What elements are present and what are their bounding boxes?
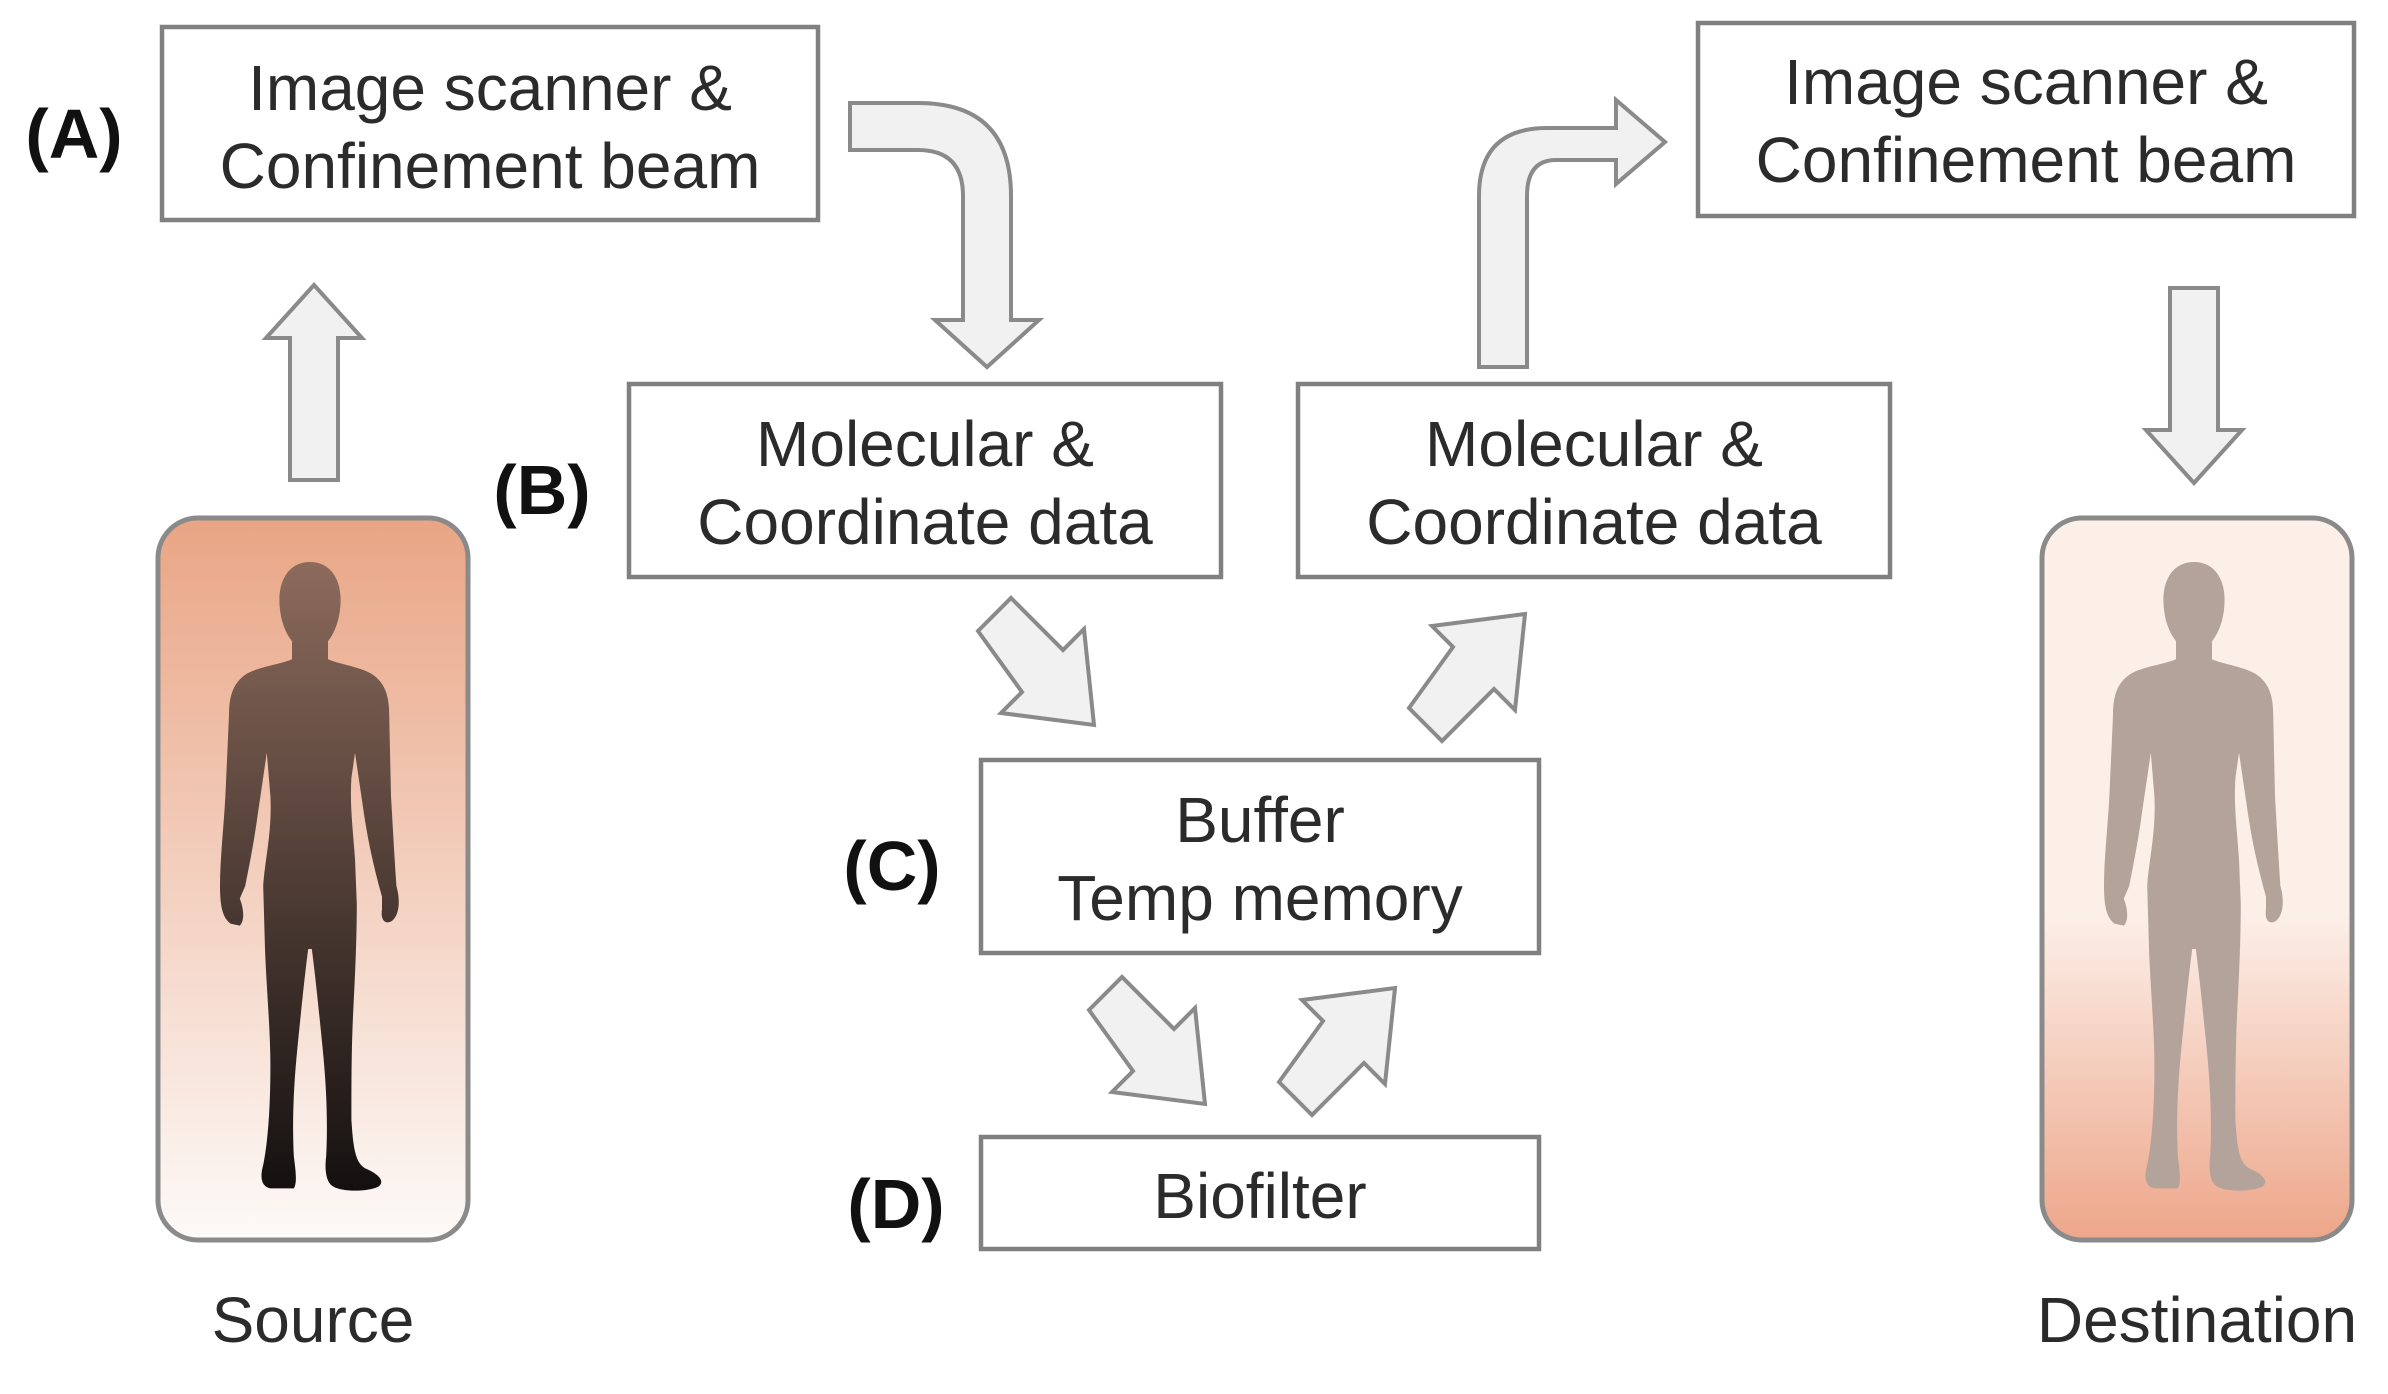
source-capsule [155, 515, 471, 1243]
arrow-data-destination-to-scanner [1477, 95, 1669, 369]
buffer-box-line-2: Temp memory [1057, 862, 1462, 934]
data-box-destination-line-1: Molecular & [1425, 408, 1763, 480]
scanner-box-source-line-1: Image scanner & [248, 52, 732, 124]
scanner-box-destination-line-1: Image scanner & [1784, 46, 2268, 118]
scanner-box-source-line-2: Confinement beam [220, 130, 761, 202]
arrow-biofilter-to-buffer [1276, 985, 1398, 1118]
step-label-d: (D) [847, 1165, 944, 1243]
destination-capsule [2039, 515, 2355, 1243]
scanner-box-destination-line-2: Confinement beam [1756, 124, 2297, 196]
data-box-destination-line-2: Coordinate data [1366, 486, 1822, 558]
buffer-box-line-1: Buffer [1175, 784, 1345, 856]
arrow-buffer-to-data-destination [1406, 611, 1528, 744]
step-label-a: (A) [25, 95, 122, 173]
destination-caption: Destination [2037, 1284, 2357, 1356]
arrow-scanner-to-data-source [848, 101, 1045, 370]
data-box-destination: Molecular & Coordinate data [1295, 381, 1893, 580]
arrow-buffer-to-biofilter [1086, 974, 1208, 1107]
step-label-b: (B) [493, 451, 590, 529]
arrow-scanner-to-destination [2141, 286, 2247, 486]
biofilter-box-label: Biofilter [1153, 1160, 1366, 1232]
biofilter-box: Biofilter [978, 1134, 1542, 1252]
source-caption: Source [212, 1284, 415, 1356]
scanner-box-source: Image scanner & Confinement beam [159, 24, 821, 223]
scanner-box-destination: Image scanner & Confinement beam [1695, 20, 2357, 219]
step-label-c: (C) [843, 827, 940, 905]
data-box-source: Molecular & Coordinate data [626, 381, 1224, 580]
data-box-source-line-1: Molecular & [756, 408, 1094, 480]
arrow-data-source-to-buffer [975, 595, 1097, 728]
buffer-box: Buffer Temp memory [978, 757, 1542, 956]
arrow-source-to-scanner [261, 282, 367, 482]
data-box-source-line-2: Coordinate data [697, 486, 1153, 558]
